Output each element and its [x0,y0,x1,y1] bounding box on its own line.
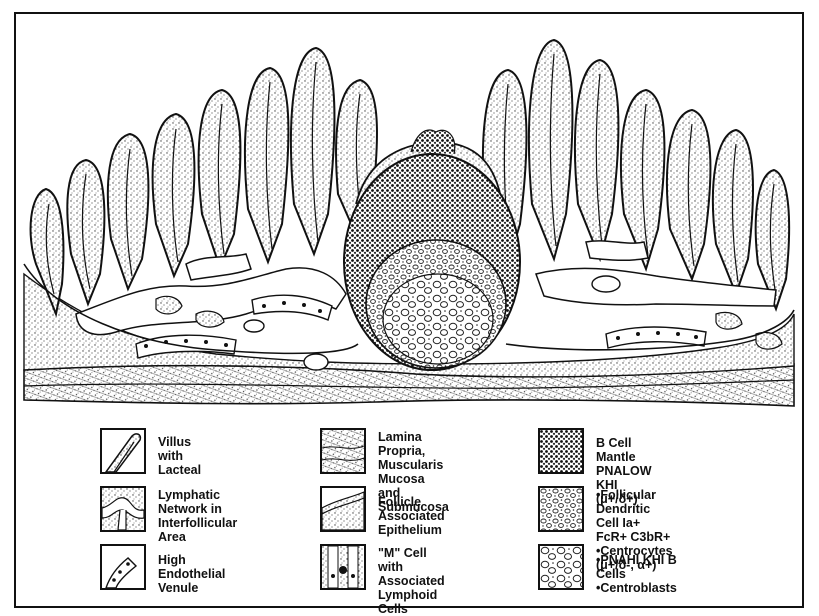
legend-label-lymphatic: Lymphatic Network in Interfollicular Are… [158,488,237,544]
villus-lacteal-swatch [100,428,146,474]
intestinal-follicle-illustration [16,14,802,414]
lymphatic-network-swatch [100,486,146,532]
hev-swatch [100,544,146,590]
legend-label-fae: Follicle Associated Epithelium [378,495,445,537]
legend-label-hev: High Endothelial Venule [158,553,225,595]
lamina-propria-swatch [320,428,366,474]
right-villi [483,40,789,309]
mantle-swatch [538,428,584,474]
legend-label-mcell: "M" Cell with Associated Lymphoid Cells [378,546,445,616]
centroblast-swatch [538,544,584,590]
m-cell-swatch [320,544,366,590]
figure-frame: Villus with Lacteal Lamina Propria, Musc… [14,12,804,608]
legend-label-villus: Villus with Lacteal [158,435,201,477]
follicle-epithelium-swatch [320,486,366,532]
legend-label-centroblasts: •PNAHI KHI B Cells •Centroblasts [596,553,677,595]
fdc-swatch [538,486,584,532]
